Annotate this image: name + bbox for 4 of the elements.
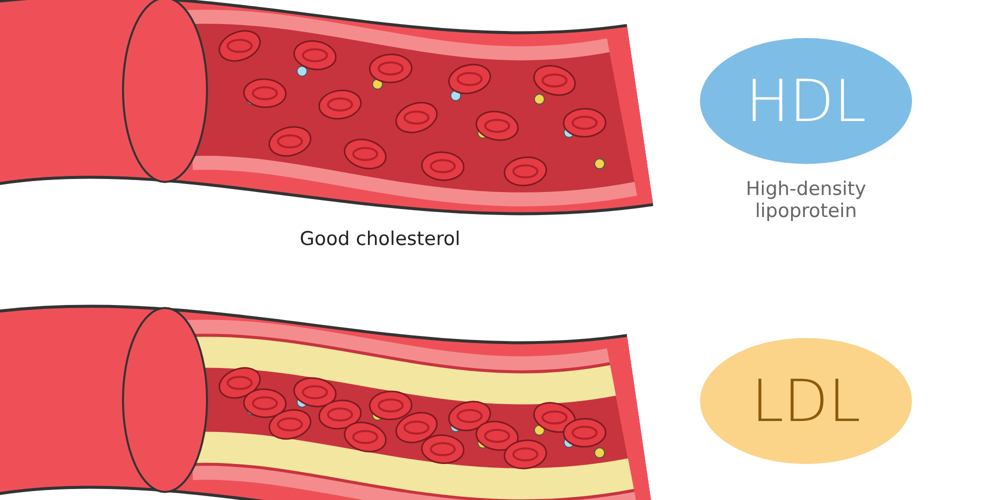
caption-text: High-density lipoprotein [744,178,868,222]
caption-text: Good cholesterol [298,228,462,250]
ldl-label: LDL [751,367,861,435]
hdl-label: HDL [746,67,866,135]
